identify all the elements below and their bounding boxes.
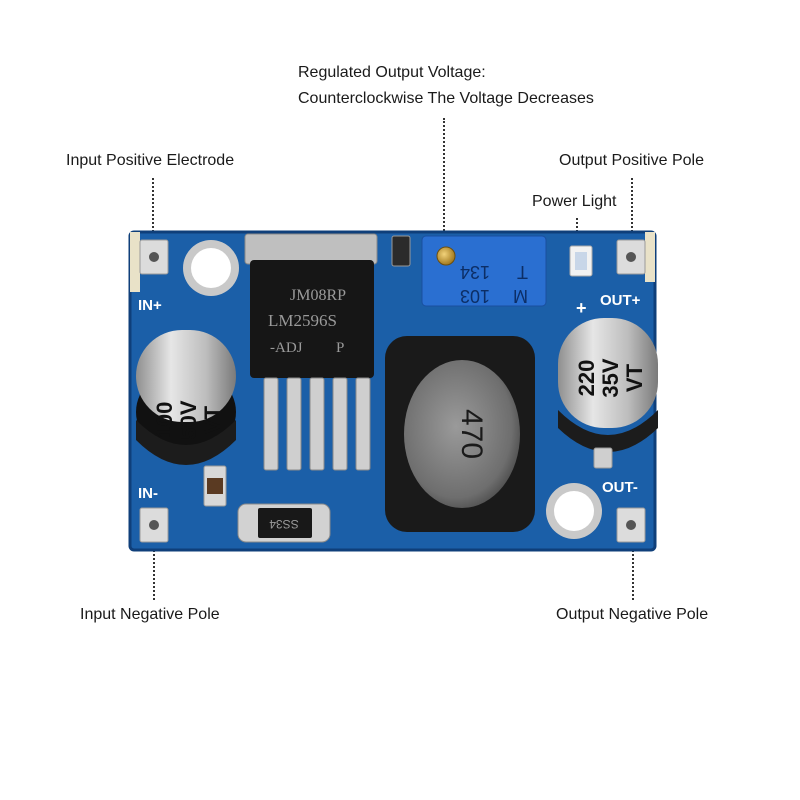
silk-out-minus: OUT- [602,479,638,496]
cap-out-line1: 220 [574,360,599,397]
output-negative-label: Output Negative Pole [556,606,709,623]
silk-in-plus: IN+ [138,297,162,314]
output-positive-label: Output Positive Pole [559,152,704,169]
inductor: 470 [385,336,535,532]
leader-output-negative [632,538,634,600]
leader-output-positive [631,178,633,240]
smd-pad-right [593,447,613,469]
input-negative-label: Input Negative Pole [80,606,220,623]
leader-input-negative [153,538,155,600]
cap-in-line2: 50V [176,400,201,439]
silk-in-minus: IN- [138,485,158,502]
pcb-left-edge [130,232,140,292]
cap-in-line1: 100 [152,402,177,439]
terminal-pad-in-plus [139,239,169,275]
mounting-hole-top [183,240,239,296]
input-positive-label: Input Positive Electrode [66,152,235,169]
regulator-ic: JM08RP LM2596S -ADJ P [244,233,378,471]
mounting-hole-bottom [546,483,602,539]
pot-marking-line2: 134 [460,262,490,282]
inductor-marking: 470 [455,409,488,459]
cap-out-line3: VT [622,363,647,392]
ic-marking-line2: LM2596S [268,311,337,330]
pot-marking-t: T [517,262,528,282]
regulated-output-label-line1: Regulated Output Voltage: [298,64,486,81]
schottky-diode: SS34 [237,503,331,543]
terminal-pad-in-minus [139,507,169,543]
potentiometer-screw [436,246,456,266]
pcb-right-edge [645,232,655,282]
power-light-label: Power Light [532,193,617,210]
ic-marking-line1: JM08RP [290,287,346,304]
leader-regulated [443,118,445,246]
cap-in-line3: VT [200,405,225,434]
pot-marking-m: M [513,286,528,306]
regulated-output-label-line2: Counterclockwise The Voltage Decreases [298,90,594,107]
potentiometer: 103 M 134 T [421,235,547,307]
diode-marking: SS34 [269,517,299,531]
smd-resistor-top [391,235,411,267]
terminal-pad-out-minus [616,507,646,543]
silk-plus-mark: + [576,298,587,318]
silk-out-plus: OUT+ [600,292,641,309]
smd-capacitor-left [203,465,227,507]
terminal-pad-out-plus [616,239,646,275]
input-capacitor: 100 50V VT [136,330,236,465]
cap-out-line2: 35V [598,358,623,397]
ic-marking-line3: -ADJ [270,340,303,356]
ic-marking-line3b: P [336,340,344,356]
output-capacitor: 220 35V VT [558,318,658,452]
power-led [569,245,593,277]
leader-input-positive [152,178,154,240]
pot-marking-line1: 103 [460,286,490,306]
